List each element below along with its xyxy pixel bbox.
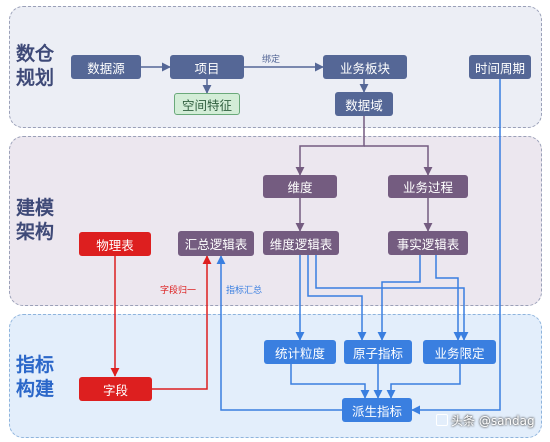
node-spatial-feature[interactable]: 空间特征 (174, 93, 240, 115)
planning-section-title: 数仓 规划 (15, 42, 55, 90)
node-business-block[interactable]: 业务板块 (323, 55, 407, 79)
node-data-source[interactable]: 数据源 (71, 55, 141, 79)
node-physical-table[interactable]: 物理表 (79, 232, 151, 256)
modeling-edges (295, 116, 433, 232)
modeling-section-title: 建模 架构 (15, 196, 55, 244)
planning-edges (141, 62, 369, 94)
watermark-text: 头条 @sandag (451, 414, 535, 428)
node-business-limit[interactable]: 业务限定 (423, 340, 496, 364)
edge-granularity-to-derived (290, 364, 370, 399)
node-business-process[interactable]: 业务过程 (388, 175, 468, 198)
edge-label-field-merge: 字段归一 (160, 286, 197, 296)
node-field[interactable]: 字段 (79, 377, 152, 401)
node-atomic-metric[interactable]: 原子指标 (344, 340, 412, 364)
edge-domain-to-process (364, 145, 433, 176)
modeling-title-line1: 建模 (15, 197, 54, 219)
node-fact-logic-table[interactable]: 事实逻辑表 (388, 231, 468, 255)
metrics-title-line2: 构建 (15, 378, 54, 400)
node-time-period[interactable]: 时间周期 (469, 55, 531, 79)
modeling-title-line2: 架构 (15, 221, 54, 243)
node-stat-granularity[interactable]: 统计粒度 (264, 340, 336, 364)
node-data-domain[interactable]: 数据域 (335, 92, 393, 116)
watermark: 头条 @sandag (436, 412, 535, 429)
node-summary-logic-table[interactable]: 汇总逻辑表 (178, 231, 254, 256)
metrics-section (9, 314, 542, 438)
planning-title-line2: 规划 (15, 67, 54, 89)
edge-limit-to-derived (386, 364, 461, 399)
toutiao-logo-icon (436, 414, 448, 426)
node-dimension-logic-table[interactable]: 维度逻辑表 (263, 231, 339, 255)
node-project[interactable]: 项目 (170, 55, 244, 79)
field-edges (110, 255, 212, 390)
edge-facttable-to-limit (435, 255, 463, 341)
edge-label-metric-summary: 指标汇总 (226, 286, 263, 296)
edge-field-to-summary (152, 255, 212, 390)
edge-dimtable-to-atomic (307, 255, 367, 341)
edge-label-bind: 绑定 (262, 55, 281, 65)
edge-facttable-to-atomic (377, 255, 421, 341)
metrics-section-title: 指标 构建 (15, 353, 55, 401)
planning-title-line1: 数仓 (15, 43, 54, 65)
edge-dimtable-to-limit (315, 255, 469, 341)
node-derived-metric[interactable]: 派生指标 (342, 398, 412, 422)
edge-time-to-derived (411, 79, 501, 415)
metric-edges (216, 79, 501, 415)
metrics-title-line1: 指标 (15, 354, 54, 376)
edge-domain-split (295, 116, 365, 176)
edge-derived-to-summary (216, 255, 342, 411)
node-dimension[interactable]: 维度 (263, 175, 337, 198)
